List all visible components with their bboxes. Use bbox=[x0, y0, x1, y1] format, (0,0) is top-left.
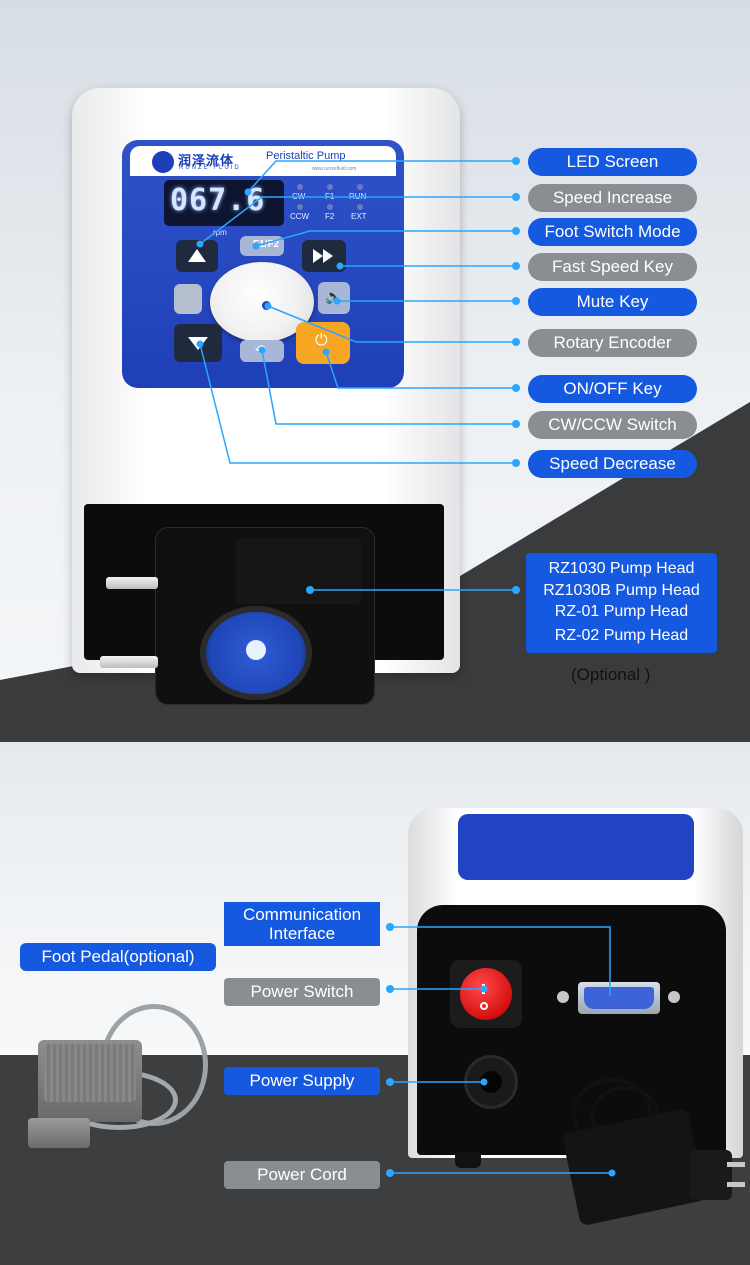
callout-power-supply: Power Supply bbox=[224, 1067, 380, 1095]
led-label-f1: F1 bbox=[325, 192, 335, 201]
tube-connector-bottom bbox=[100, 656, 158, 668]
callout-led-screen: LED Screen bbox=[528, 148, 697, 176]
speed-decrease-key[interactable] bbox=[174, 324, 222, 362]
callout-speed-increase: Speed Increase bbox=[528, 184, 697, 212]
led-label-cw: CW bbox=[292, 192, 306, 201]
led-label-ccw: CCW bbox=[290, 212, 310, 221]
key-f-label: F1/F2 bbox=[253, 239, 280, 250]
callout-foot-switch-mode: Foot Switch Mode bbox=[528, 218, 697, 246]
callout-foot-pedal: Foot Pedal(optional) bbox=[20, 943, 216, 971]
display-value: 067.6 bbox=[170, 183, 266, 218]
tube-connector-top bbox=[106, 577, 158, 589]
optional-note: (Optional ) bbox=[571, 665, 651, 684]
callout-power-cord: Power Cord bbox=[224, 1161, 380, 1189]
power-icon: ⏻ bbox=[315, 332, 328, 349]
foot-pedal-plate bbox=[44, 1044, 136, 1102]
led-ext-indicator bbox=[357, 204, 363, 210]
callout-rotary-encoder: Rotary Encoder bbox=[528, 329, 697, 357]
power-supply-jack-pin bbox=[480, 1071, 502, 1093]
callout-communication-interface: Communication Interface bbox=[224, 902, 380, 946]
rear-view-control-panel bbox=[458, 814, 694, 880]
led-label-f2: F2 bbox=[325, 212, 335, 221]
callout-fast-speed-key: Fast Speed Key bbox=[528, 253, 697, 281]
plug-prong bbox=[727, 1182, 745, 1187]
top-product-panel: 润泽流体 RUNZE FLUID Peristaltic Pump www.ru… bbox=[0, 0, 750, 742]
callout-speed-decrease: Speed Decrease bbox=[528, 450, 697, 478]
plug-prong bbox=[727, 1162, 745, 1167]
led-f2-indicator bbox=[327, 204, 333, 210]
callout-communication-line2: Interface bbox=[268, 924, 336, 943]
panel-url: www.runzefluid.com bbox=[312, 166, 357, 172]
speed-increase-key[interactable] bbox=[176, 240, 218, 272]
callout-mute-key: Mute Key bbox=[528, 288, 697, 316]
led-cw-indicator bbox=[297, 184, 303, 190]
rotate-icon: ↶ bbox=[255, 342, 266, 357]
callout-on-off-key: ON/OFF Key bbox=[528, 375, 697, 403]
callout-cw-ccw-switch: CW/CCW Switch bbox=[528, 411, 697, 439]
fast-speed-key[interactable] bbox=[302, 240, 346, 272]
speaker-icon: 🔈 bbox=[325, 288, 343, 304]
screw-icon bbox=[557, 991, 569, 1003]
pump-head-option: RZ-02 Pump Head bbox=[554, 627, 689, 644]
display-unit: rpm bbox=[213, 228, 227, 237]
pump-head-dial-center bbox=[246, 640, 266, 660]
pump-head-options-box: RZ1030 Pump Head RZ1030B Pump Head RZ-01… bbox=[526, 553, 717, 653]
callout-communication-line1: Communication bbox=[242, 905, 362, 924]
pump-head-option: RZ1030 Pump Head bbox=[548, 560, 695, 577]
communication-port-pins bbox=[584, 987, 654, 1009]
led-f1-indicator bbox=[327, 184, 333, 190]
led-label-run: RUN bbox=[349, 192, 367, 201]
brand-logo: 润泽流体 RUNZE FLUID bbox=[152, 149, 260, 175]
encoder-anchor-dot bbox=[262, 301, 271, 310]
cw-ccw-switch-key[interactable]: ↶ bbox=[240, 340, 284, 362]
power-on-mark-icon bbox=[482, 984, 485, 994]
brand-name-en: RUNZE FLUID bbox=[179, 165, 241, 171]
screw-icon bbox=[668, 991, 680, 1003]
pedal-connector bbox=[28, 1118, 90, 1148]
foot-switch-mode-key[interactable]: F1/F2 bbox=[240, 236, 284, 256]
led-run-indicator bbox=[357, 184, 363, 190]
blank-key[interactable] bbox=[174, 284, 202, 314]
mute-key[interactable]: 🔈 bbox=[318, 282, 350, 314]
led-ccw-indicator bbox=[297, 204, 303, 210]
power-off-mark-icon bbox=[480, 1002, 488, 1010]
power-plug bbox=[690, 1150, 732, 1200]
brand-name-cn: 润泽流体 bbox=[178, 153, 235, 168]
power-switch-rocker[interactable] bbox=[460, 968, 512, 1020]
on-off-key[interactable]: ⏻ bbox=[296, 322, 350, 364]
logo-icon bbox=[152, 151, 174, 173]
rear-foot bbox=[455, 1152, 481, 1168]
pump-head-cover bbox=[236, 538, 362, 604]
callout-power-switch: Power Switch bbox=[224, 978, 380, 1006]
pump-head-option: RZ1030B Pump Head bbox=[543, 582, 700, 599]
status-led-grid: CW F1 RUN CCW F2 EXT bbox=[290, 184, 380, 224]
led-label-ext: EXT bbox=[351, 212, 367, 221]
panel-title: Peristaltic Pump bbox=[266, 150, 346, 162]
pump-head-option: RZ-01 Pump Head bbox=[554, 603, 689, 620]
